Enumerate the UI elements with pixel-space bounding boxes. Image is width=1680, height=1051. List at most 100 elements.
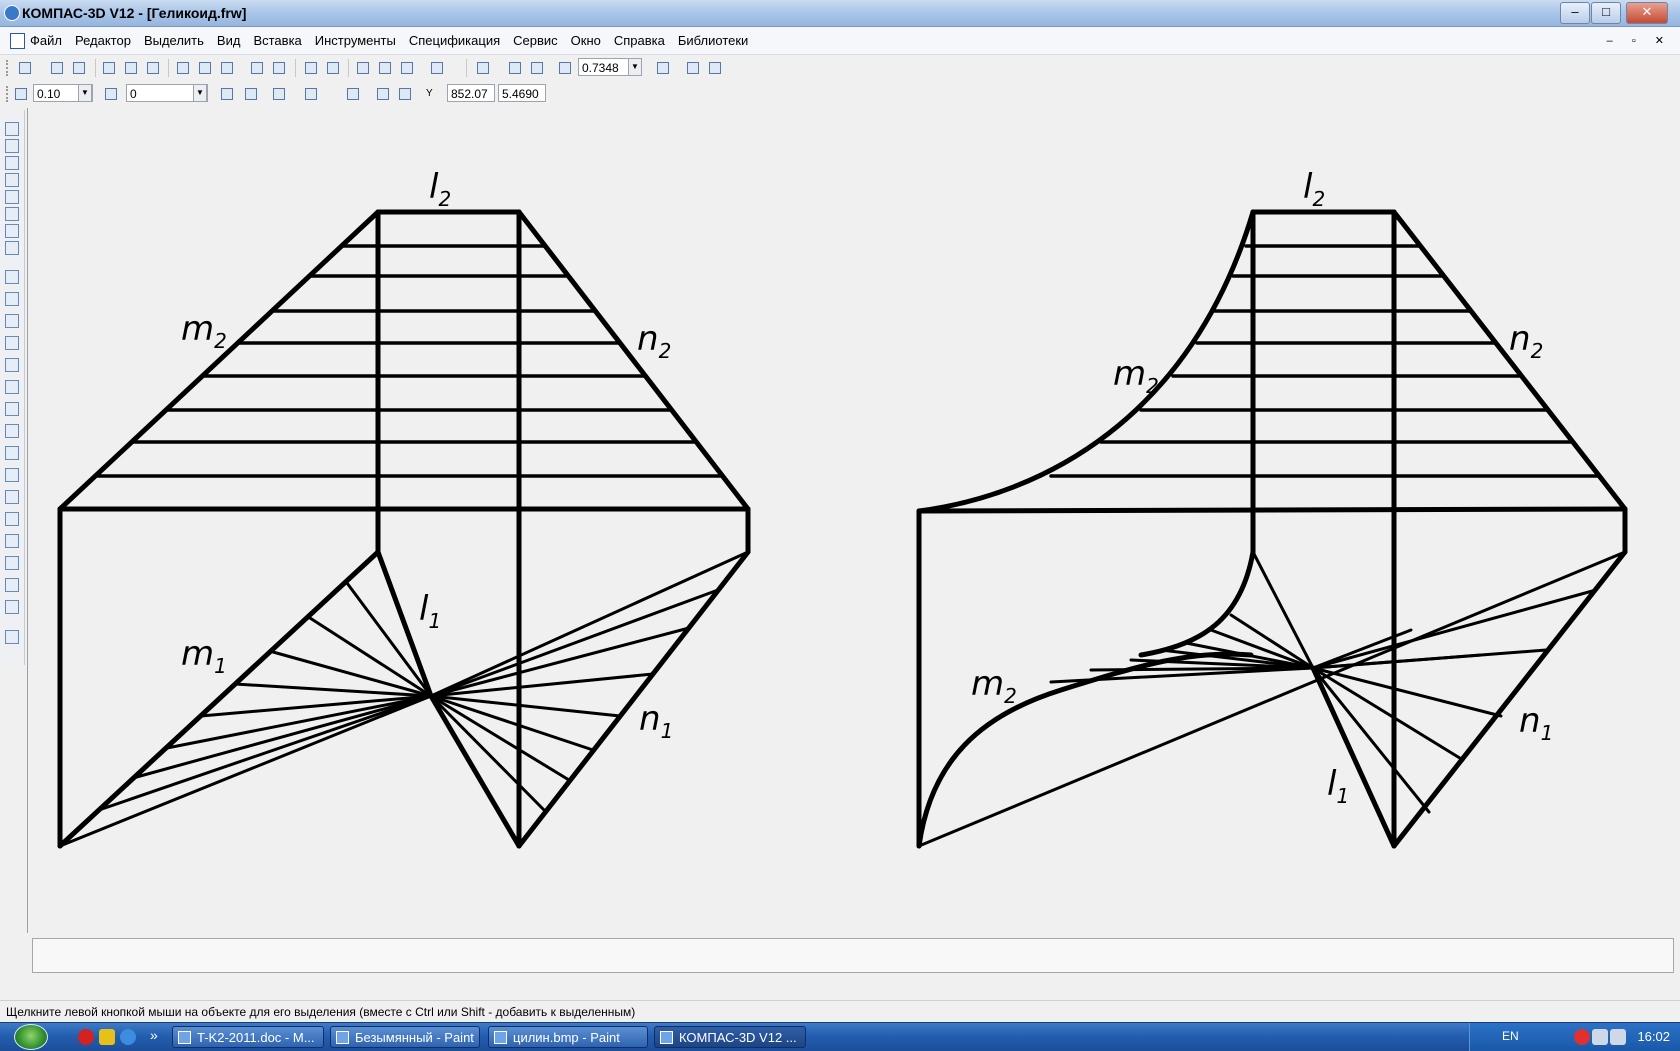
document-icon[interactable] xyxy=(10,33,25,49)
segment-tool-icon[interactable] xyxy=(5,314,19,328)
cut-icon[interactable] xyxy=(174,59,192,77)
ellipse-tool-icon[interactable] xyxy=(5,380,19,394)
polyline-tool-icon[interactable] xyxy=(5,468,19,482)
properties-icon[interactable] xyxy=(270,59,288,77)
ortho-mode-icon[interactable] xyxy=(374,85,392,103)
cursor-step-icon[interactable] xyxy=(12,85,30,103)
regenerate-icon[interactable] xyxy=(684,59,702,77)
geometry-tool-icon[interactable] xyxy=(5,122,19,136)
measurements-tool-icon[interactable] xyxy=(5,207,19,221)
context-help-icon[interactable] xyxy=(428,59,446,77)
taskbar-item-word[interactable]: T-K2-2011.doc - M... xyxy=(172,1026,324,1048)
maximize-button[interactable]: □ xyxy=(1591,2,1621,24)
library-icon[interactable] xyxy=(376,59,394,77)
opera-icon[interactable] xyxy=(78,1029,94,1045)
mdi-window-controls[interactable]: – ▫ ✕ xyxy=(1606,35,1672,47)
dimensions-tool-icon[interactable] xyxy=(5,139,19,153)
save-icon[interactable] xyxy=(70,59,88,77)
zoom-scale-dropdown[interactable]: ▼ xyxy=(628,58,642,76)
auxiliary-line-icon[interactable] xyxy=(5,292,19,306)
clock[interactable]: 16:02 xyxy=(1637,1029,1670,1044)
menu-libraries[interactable]: Библиотеки xyxy=(677,33,749,48)
ortho-icon[interactable] xyxy=(270,85,288,103)
menu-tools[interactable]: Инструменты xyxy=(314,33,396,48)
menu-window[interactable]: Окно xyxy=(570,33,601,48)
manager-icon[interactable] xyxy=(354,59,372,77)
zoom-window-icon[interactable] xyxy=(474,59,492,77)
undo-icon[interactable] xyxy=(302,59,320,77)
start-button[interactable] xyxy=(14,1024,48,1050)
quicklaunch-app-icon[interactable] xyxy=(99,1029,115,1045)
tray-volume-icon[interactable] xyxy=(1610,1029,1626,1045)
zoom-out-icon[interactable] xyxy=(528,59,546,77)
language-indicator[interactable]: EN xyxy=(1502,1029,1519,1043)
spec-tool-icon[interactable] xyxy=(5,241,19,255)
refresh-icon[interactable] xyxy=(706,59,724,77)
spline-tool-icon[interactable] xyxy=(5,402,19,416)
more-tools-icon[interactable] xyxy=(5,630,19,644)
close-button[interactable]: ✕ xyxy=(1626,2,1668,24)
quicklaunch-overflow-icon[interactable]: » xyxy=(150,1027,158,1043)
coordinate-y-field[interactable]: 5.4690 xyxy=(498,84,546,102)
redo-icon[interactable] xyxy=(324,59,342,77)
pan-icon[interactable] xyxy=(654,59,672,77)
designations-tool-icon[interactable] xyxy=(5,156,19,170)
rectangle-tool-icon[interactable] xyxy=(5,534,19,548)
circle-tool-icon[interactable] xyxy=(5,336,19,350)
variables-fx-icon[interactable] xyxy=(398,59,416,77)
current-layer-dropdown[interactable]: ▼ xyxy=(193,84,207,102)
menu-view[interactable]: Вид xyxy=(216,33,241,48)
fillet-tool-icon[interactable] xyxy=(5,490,19,504)
snap-off-icon[interactable] xyxy=(242,85,260,103)
zoom-scale-icon[interactable] xyxy=(556,59,574,77)
snap-toggle-icon[interactable] xyxy=(396,85,414,103)
grid-icon[interactable] xyxy=(302,85,320,103)
zoom-in-icon[interactable] xyxy=(506,59,524,77)
internet-explorer-icon[interactable] xyxy=(120,1029,136,1045)
menu-insert[interactable]: Вставка xyxy=(253,33,302,48)
menu-file[interactable]: Файл xyxy=(30,33,62,48)
title-bar[interactable]: КОМПАС-3D V12 - [Геликоид.frw] – □ ✕ xyxy=(0,0,1680,27)
nurbs-tool-icon[interactable] xyxy=(5,424,19,438)
fill-tool-icon[interactable] xyxy=(5,600,19,614)
print-icon[interactable] xyxy=(100,59,118,77)
equidistant-tool-icon[interactable] xyxy=(5,446,19,460)
point-tool-icon[interactable] xyxy=(5,270,19,284)
current-layer-input[interactable]: 0 xyxy=(126,84,208,102)
format-painter-icon[interactable] xyxy=(248,59,266,77)
paste-icon[interactable] xyxy=(218,59,236,77)
new-document-icon[interactable] xyxy=(16,59,34,77)
tray-network-icon[interactable] xyxy=(1592,1029,1608,1045)
menu-select[interactable]: Выделить xyxy=(143,33,204,48)
kompas-app-icon[interactable] xyxy=(4,5,20,21)
selection-tool-icon[interactable] xyxy=(5,224,19,238)
toolbar-grip[interactable] xyxy=(6,60,11,76)
print-setup-icon[interactable] xyxy=(144,59,162,77)
hatch-tool-icon[interactable] xyxy=(5,578,19,592)
local-cs-icon[interactable] xyxy=(344,85,362,103)
copy-icon[interactable] xyxy=(196,59,214,77)
collect-contour-icon[interactable] xyxy=(5,556,19,570)
tray-opera-icon[interactable] xyxy=(1574,1029,1590,1045)
zoom-scale-input[interactable]: 0.7348 xyxy=(578,58,636,76)
arc-tool-icon[interactable] xyxy=(5,358,19,372)
open-folder-icon[interactable] xyxy=(48,59,66,77)
menu-help[interactable]: Справка xyxy=(613,33,665,48)
taskbar-item-paint-cylinder[interactable]: цилин.bmp - Paint xyxy=(488,1026,648,1048)
layer-icon[interactable] xyxy=(102,85,120,103)
parametrization-tool-icon[interactable] xyxy=(5,190,19,204)
drawing-canvas[interactable]: l2 m2 n2 l1 m1 n1 l2 m2 n2 m2 n1 l1 xyxy=(27,108,1680,933)
chamfer-tool-icon[interactable] xyxy=(5,512,19,526)
taskbar-item-paint-untitled[interactable]: Безымянный - Paint xyxy=(330,1026,480,1048)
command-panel[interactable] xyxy=(32,938,1674,973)
cursor-step-dropdown[interactable]: ▼ xyxy=(78,84,92,102)
menu-specification[interactable]: Спецификация xyxy=(408,33,501,48)
snap-magnet-icon[interactable] xyxy=(218,85,236,103)
menu-editor[interactable]: Редактор xyxy=(74,33,131,48)
minimize-button[interactable]: – xyxy=(1560,2,1590,24)
menu-service[interactable]: Сервис xyxy=(513,33,558,48)
editing-tool-icon[interactable] xyxy=(5,173,19,187)
coordinate-x-field[interactable]: 852.07 xyxy=(447,84,495,102)
toolbar-grip[interactable] xyxy=(6,86,11,102)
taskbar-item-kompas[interactable]: КОМПАС-3D V12 ... xyxy=(654,1026,806,1048)
